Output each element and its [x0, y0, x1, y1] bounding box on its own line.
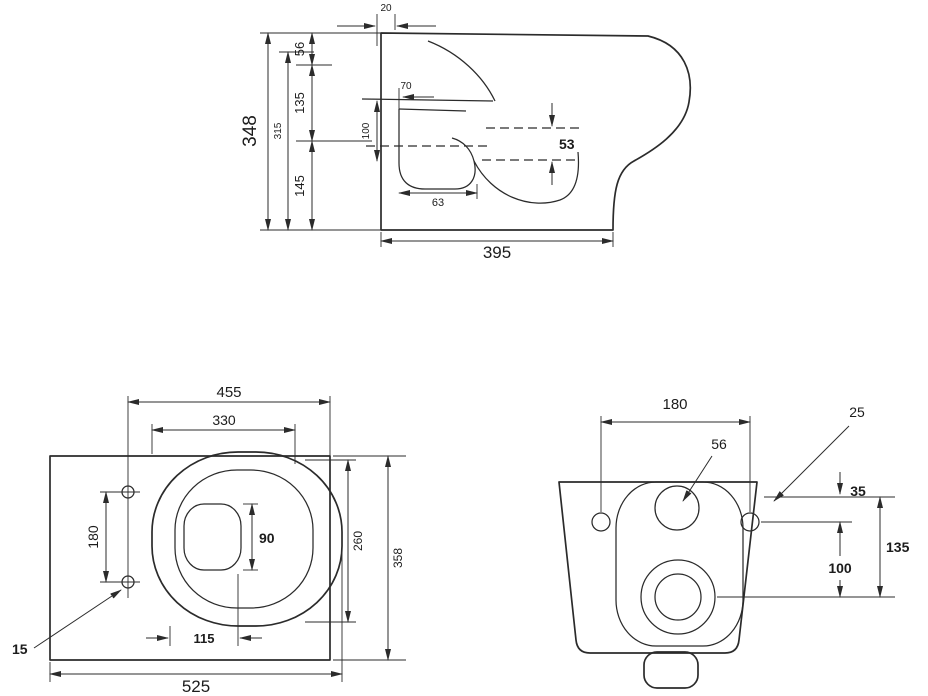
dim-90-label: 90	[259, 530, 275, 546]
dim-trap-length: 63	[398, 184, 478, 209]
dim-mount-hole-spacing: 180	[85, 491, 109, 583]
dim-edge-to-holes: 35	[837, 472, 866, 499]
dim-rear-hole-dia: 25	[773, 404, 865, 502]
outlet-foot	[643, 651, 699, 689]
outlet-outer-circle	[640, 559, 716, 635]
dim-100-side-label: 100	[361, 122, 372, 139]
dim-overall-height: 348	[240, 32, 381, 231]
water-spot-outline	[183, 503, 242, 571]
dim-length-to-mount: 455	[127, 384, 331, 456]
side-trap-outline	[398, 109, 476, 190]
dim-525-label: 525	[182, 677, 210, 696]
dim-53-label: 53	[559, 136, 575, 152]
dim-100-rear-label: 100	[828, 560, 852, 576]
dim-260-label: 260	[351, 531, 365, 551]
dim-height-inner: 315	[273, 51, 314, 231]
dim-145-label: 145	[292, 175, 307, 197]
dim-rear-hole-spacing: 180	[600, 396, 751, 512]
dim-water-spot-height: 90	[243, 503, 275, 571]
dim-overall-width: 358	[333, 455, 406, 661]
left-mount-hole	[591, 512, 611, 532]
dim-35-label: 35	[850, 483, 866, 499]
dim-348-label: 348	[240, 115, 261, 147]
rear-view: 180 56 25 35 100 135	[558, 396, 910, 689]
side-bowl-front-curve	[473, 151, 580, 204]
dim-20-label: 20	[380, 3, 392, 14]
dim-wall-gap: 20	[337, 3, 436, 46]
inlet-circle	[654, 485, 700, 531]
side-rim-line	[361, 98, 494, 102]
dim-15-label: 15	[12, 641, 28, 657]
dim-135-label: 135	[292, 92, 307, 114]
dim-180-top-label: 180	[85, 525, 101, 549]
dim-bowl-length: 330	[151, 412, 296, 464]
dim-70-label: 70	[400, 81, 412, 92]
dim-358-label: 358	[391, 548, 405, 568]
dim-holes-to-outlet: 100	[828, 521, 852, 598]
dim-455-label: 455	[216, 384, 241, 401]
rear-body-outline	[558, 481, 758, 654]
dim-overall-depth: 395	[380, 232, 614, 262]
dim-spot-offset: 115	[146, 574, 262, 646]
rear-inner-contour	[615, 481, 744, 647]
dim-segment-stack: 56 135 145	[292, 32, 372, 231]
side-profile-outline	[380, 32, 692, 231]
dim-mount-hole-dia: 15	[12, 589, 122, 657]
dim-56-rear-label: 56	[711, 436, 727, 452]
dim-63-label: 63	[432, 197, 444, 209]
dim-135-rear-label: 135	[886, 539, 910, 555]
dim-inlet-dia: 56	[682, 436, 727, 502]
top-view: 455 330 180 90 260	[12, 384, 406, 696]
dim-395-label: 395	[483, 243, 511, 262]
right-mount-hole	[740, 512, 760, 532]
dim-bowl-width: 260	[305, 459, 365, 623]
dim-25-label: 25	[849, 404, 865, 420]
side-bowl-inner-curve	[427, 40, 496, 102]
frame-outline	[49, 455, 331, 661]
dim-115-label: 115	[194, 631, 215, 646]
dim-edge-to-outlet: 135	[877, 496, 910, 598]
dim-water-seal: 53	[549, 103, 575, 185]
dim-inlet-height: 100	[361, 100, 380, 162]
bowl-outer-outline	[151, 451, 343, 627]
dim-overall-length: 525	[49, 546, 343, 696]
dim-56-label: 56	[292, 42, 307, 56]
outlet-inner-circle	[654, 573, 702, 621]
side-view: 348 315 56 135 145 20	[240, 3, 692, 262]
bowl-inner-rim	[174, 469, 314, 609]
dim-315-label: 315	[273, 122, 284, 139]
dim-180-rear-label: 180	[662, 396, 687, 413]
side-shelf-line	[398, 108, 467, 112]
dim-330-label: 330	[212, 412, 236, 428]
dim-inlet-width: 70	[398, 81, 434, 109]
